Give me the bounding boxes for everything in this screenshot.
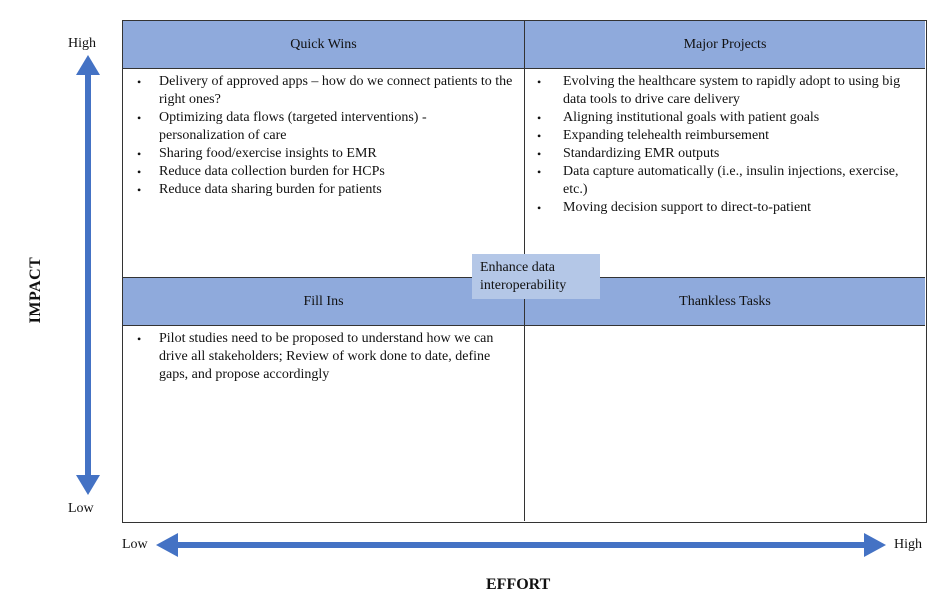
list-item: Expanding telehealth reimbursement [537,127,915,145]
list-item: Optimizing data flows (targeted interven… [137,109,514,145]
list-item: Sharing food/exercise insights to EMR [137,145,514,163]
list-item: Reduce data sharing burden for patients [137,181,514,199]
list-item: Data capture automatically (i.e., insuli… [537,163,915,199]
major-projects-list: Evolving the healthcare system to rapidl… [525,69,925,217]
fill-ins-list: Pilot studies need to be proposed to und… [123,326,524,384]
quadrant-fill-ins: Fill Ins Pilot studies need to be propos… [123,278,525,521]
list-item: Delivery of approved apps – how do we co… [137,73,514,109]
priority-matrix: Quick Wins Delivery of approved apps – h… [122,20,927,523]
y-axis-low-label: Low [68,501,94,516]
list-item: Evolving the healthcare system to rapidl… [537,73,915,109]
quick-wins-list: Delivery of approved apps – how do we co… [123,69,524,199]
y-axis-title: IMPACT [27,256,44,324]
list-item: Moving decision support to direct-to-pat… [537,199,915,217]
list-item: Standardizing EMR outputs [537,145,915,163]
x-axis-low-label: Low [122,537,148,552]
quadrant-quick-wins: Quick Wins Delivery of approved apps – h… [123,21,525,278]
y-axis-high-label: High [68,36,96,51]
x-axis-arrow [156,533,886,557]
list-item: Reduce data collection burden for HCPs [137,163,514,181]
list-item: Aligning institutional goals with patien… [537,109,915,127]
callout-enhance-data-interoperability: Enhance data interoperability [472,254,600,299]
y-axis-arrow [76,55,100,495]
list-item: Pilot studies need to be proposed to und… [137,330,514,384]
x-axis-title: EFFORT [486,576,551,593]
quadrant-header-quick-wins: Quick Wins [123,21,524,69]
quadrant-thankless-tasks: Thankless Tasks [525,278,925,521]
quadrant-major-projects: Major Projects Evolving the healthcare s… [525,21,925,278]
quadrant-header-fill-ins: Fill Ins [123,278,524,326]
x-axis-high-label: High [894,537,922,552]
quadrant-header-major-projects: Major Projects [525,21,925,69]
